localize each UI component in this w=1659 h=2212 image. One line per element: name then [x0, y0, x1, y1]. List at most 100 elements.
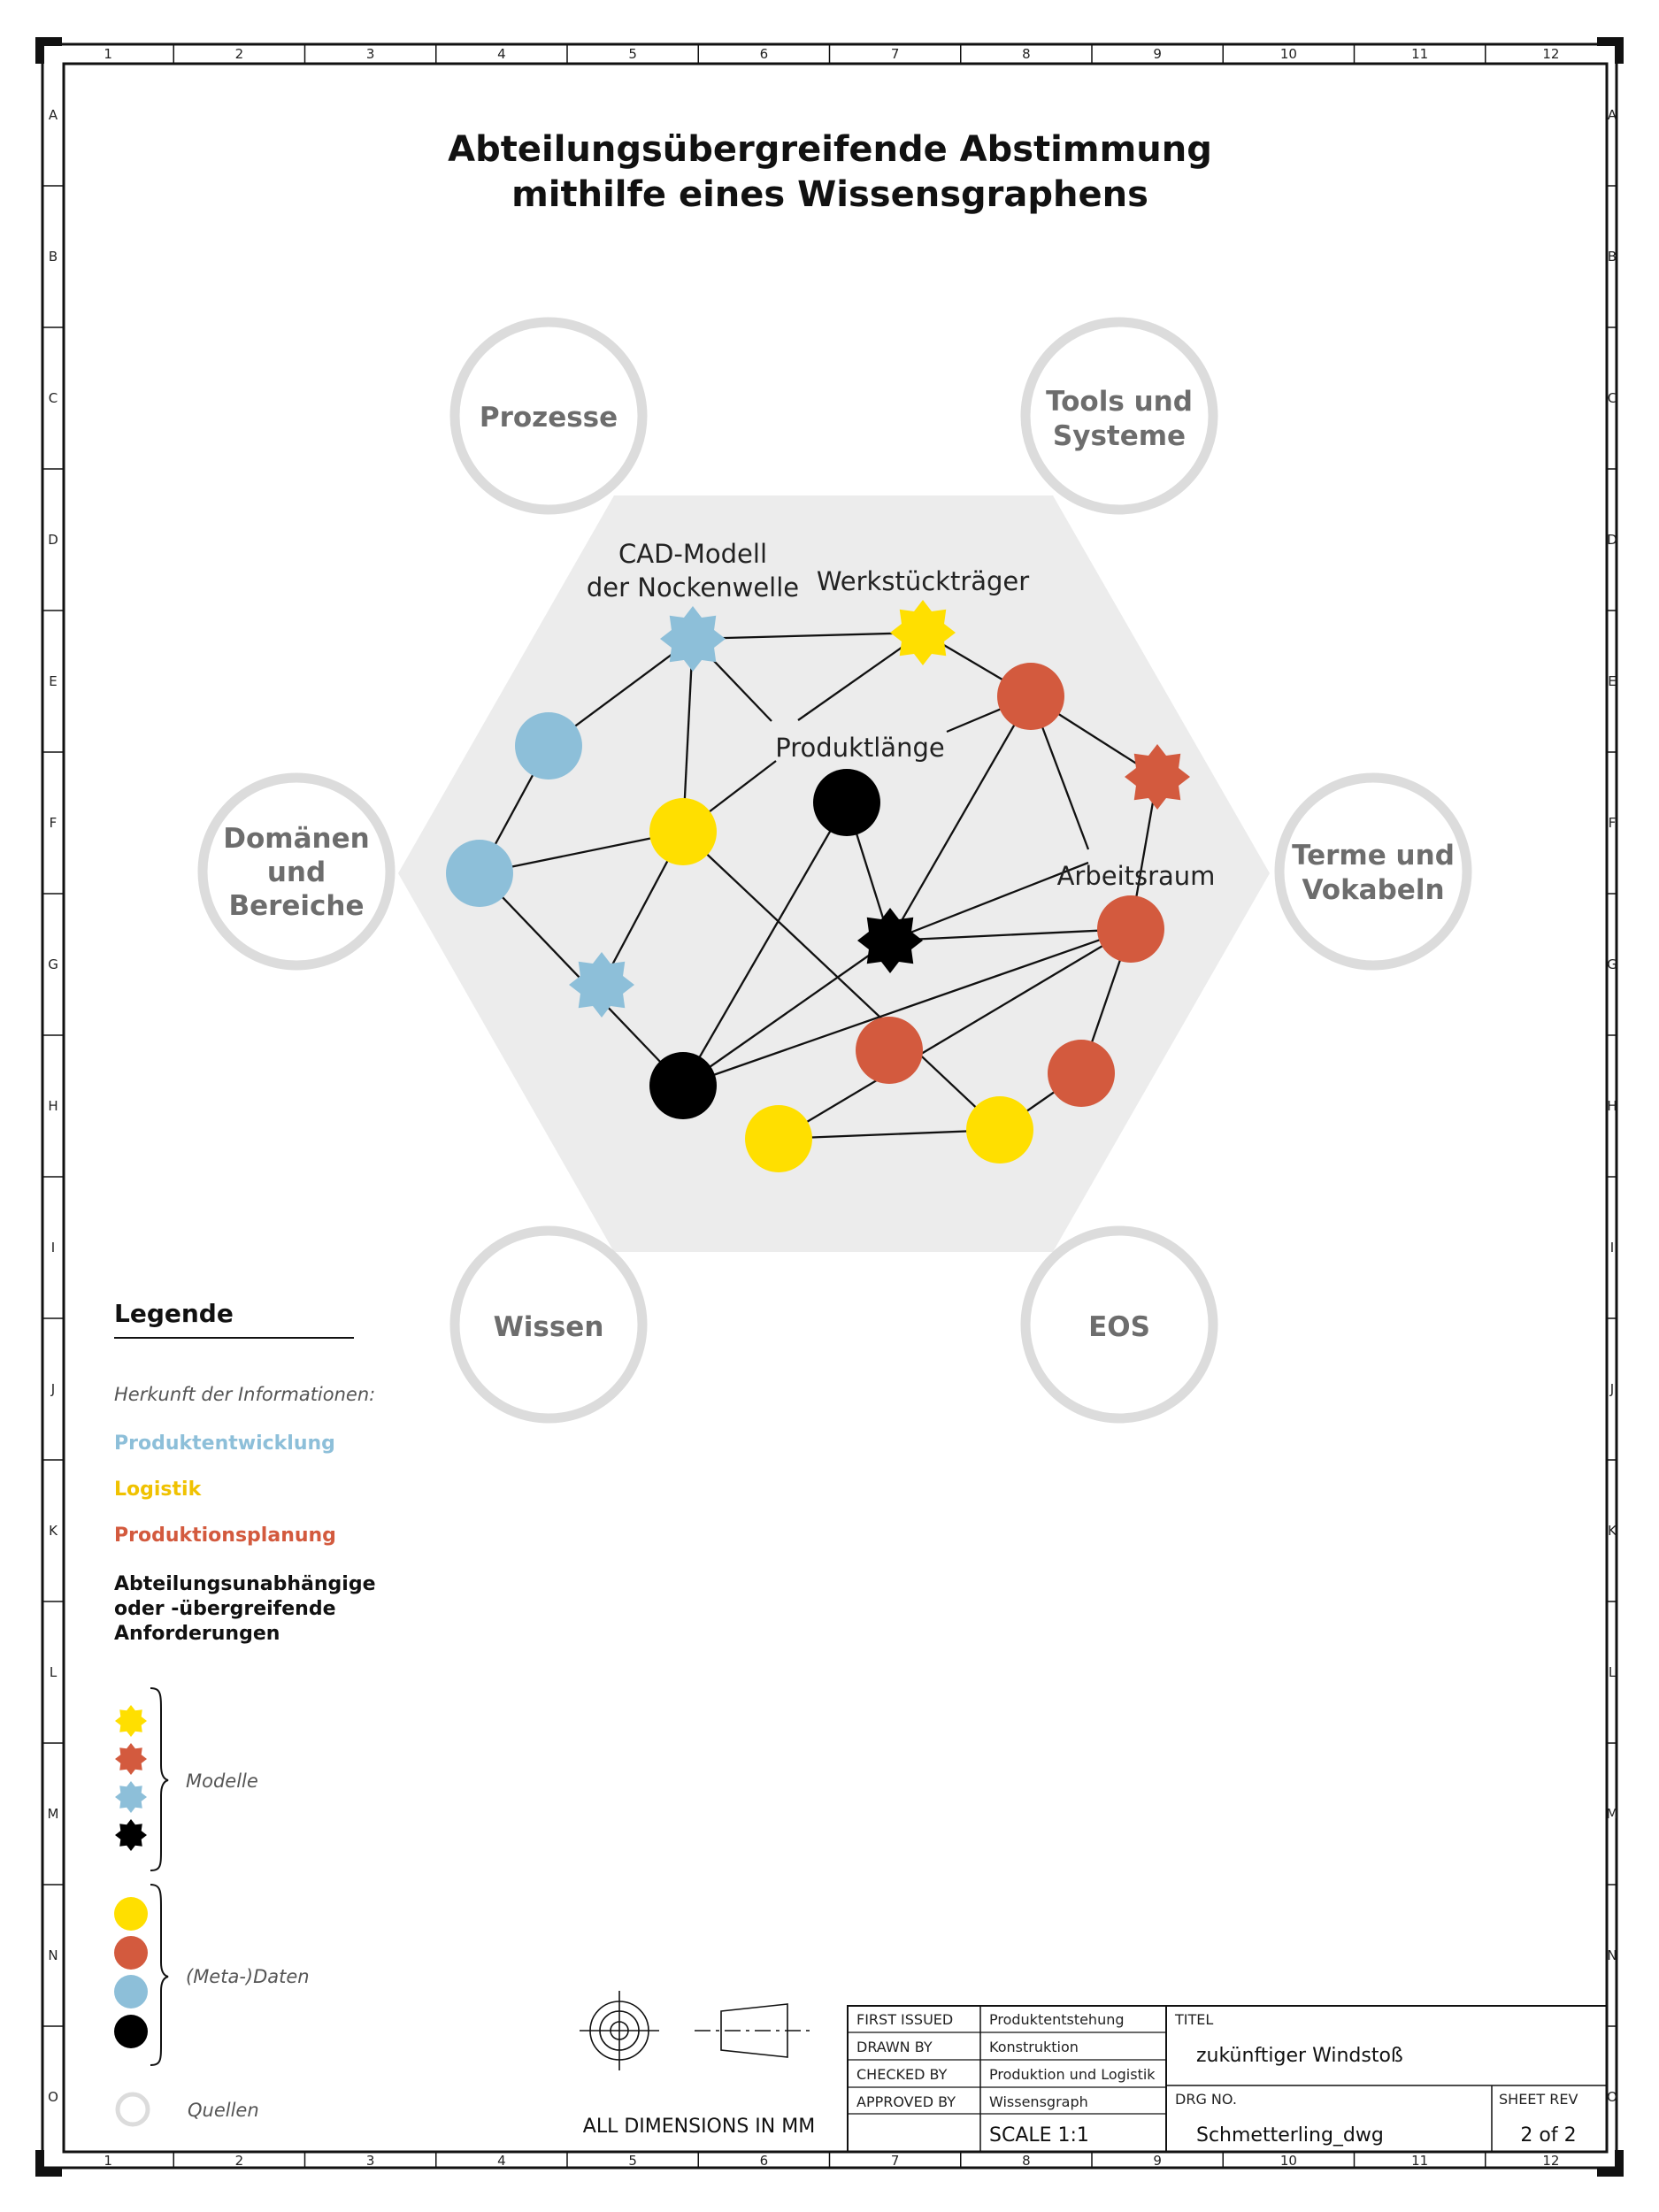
- ruler-column-label: 8: [1022, 46, 1031, 62]
- all-dimensions-note: ALL DIMENSIONS IN MM: [583, 2116, 815, 2138]
- ruler-row-label: K: [49, 1523, 58, 1539]
- tb-titel-value: zukünftiger Windstoß: [1196, 2045, 1403, 2067]
- source-circle-eos: EOS: [1020, 1225, 1218, 1424]
- graph-node-bstar2: [569, 952, 634, 1018]
- graph-node-rstar: [1125, 744, 1190, 810]
- legend-models-label: Modelle: [186, 1770, 258, 1792]
- tb-value-first-issued: Produktentstehung: [989, 2011, 1125, 2028]
- ruler-row-label: K: [1608, 1523, 1617, 1539]
- legend-abteilungsunabhaengig-1: Abteilungsunabhängige: [114, 1573, 376, 1595]
- source-circle-wissen: Wissen: [449, 1225, 648, 1424]
- ruler-column-label: 7: [891, 46, 900, 62]
- legend-star-logistik: [115, 1705, 147, 1737]
- legend-star-abteilungsunabhaengig: [115, 1819, 147, 1851]
- graph-edge: [889, 927, 1132, 942]
- ruler-row-label: J: [1609, 1381, 1614, 1397]
- ruler-row-label: G: [48, 956, 58, 972]
- ruler-row-label: I: [1610, 1240, 1614, 1256]
- legend-source-circle: [115, 2092, 150, 2127]
- legend-star-produktionsplanung: [115, 1743, 147, 1775]
- legend-heading: Legende: [114, 1299, 234, 1328]
- ruler-column-label: 3: [366, 2153, 375, 2169]
- ruler-row-label: E: [1608, 673, 1616, 689]
- legend-brace-data: [150, 1884, 169, 2066]
- tb-sheet-label: SHEET REV: [1499, 2091, 1578, 2108]
- node-label-cad-2: der Nockenwelle: [587, 572, 799, 603]
- graph-node-rbr: [1048, 1040, 1115, 1107]
- graph-node-rmid: [856, 1017, 923, 1084]
- graph-edge: [778, 928, 1132, 1140]
- legend-data-label: (Meta-)Daten: [186, 1966, 310, 1987]
- ruler-row-label: D: [48, 532, 58, 548]
- ruler-row-label: H: [48, 1098, 58, 1114]
- page-title-line1: Abteilungsübergreifende Abstimmung: [448, 129, 1212, 170]
- graph-edge: [682, 927, 1132, 1087]
- graph-node-ycen: [649, 798, 717, 865]
- graph-node-bk2: [649, 1052, 717, 1119]
- tb-value-approved-by: Wissensgraph: [989, 2093, 1088, 2110]
- ruler-column-label: 12: [1542, 2153, 1559, 2169]
- node-label-cad-1: CAD-Modell: [618, 539, 767, 569]
- tb-value-drawn-by: Konstruktion: [989, 2039, 1079, 2055]
- legend-sources-label: Quellen: [188, 2100, 259, 2121]
- source-circle-prozesse: Prozesse: [449, 317, 648, 515]
- ruler-row-label: A: [1608, 107, 1617, 123]
- legend-dot-abteilungsunabhaengig: [114, 2015, 148, 2048]
- ruler-row-label: C: [49, 390, 58, 406]
- ruler-row-label: L: [1609, 1664, 1617, 1680]
- ruler-column-label: 1: [104, 46, 112, 62]
- ruler-row-label: B: [1608, 249, 1617, 265]
- ruler-column-label: 2: [235, 46, 244, 62]
- ruler-row-label: O: [48, 2089, 58, 2105]
- node-label-produktlaenge: Produktlänge: [775, 733, 944, 763]
- tb-label-approved-by: APPROVED BY: [856, 2093, 956, 2110]
- ruler-row-label: D: [1607, 532, 1617, 548]
- graph-node-bkstar: [857, 908, 923, 973]
- legend-subheading: Herkunft der Informationen:: [114, 1384, 375, 1405]
- source-circle-domaenen: Domänen und Bereiche: [197, 772, 396, 971]
- tb-drg-value: Schmetterling_dwg: [1196, 2124, 1384, 2147]
- ruler-row-label: J: [50, 1381, 55, 1397]
- ruler-column-label: 9: [1153, 46, 1162, 62]
- ruler-row-label: O: [1607, 2089, 1617, 2105]
- tb-drg-label: DRG NO.: [1175, 2091, 1237, 2108]
- source-label-terme-2: Vokabeln: [1302, 874, 1444, 906]
- tb-label-drawn-by: DRAWN BY: [856, 2039, 933, 2055]
- ruler-row-label: M: [48, 1806, 59, 1822]
- ruler-column-label: 3: [366, 46, 375, 62]
- node-label-werkstuecktraeger: Werkstückträger: [817, 566, 1029, 596]
- legend-star-produktentwicklung: [115, 1781, 147, 1813]
- tb-label-checked-by: CHECKED BY: [856, 2066, 948, 2083]
- graph-node-cad: [660, 606, 726, 672]
- source-label-domaenen-2: und: [267, 856, 326, 888]
- ruler-column-label: 11: [1411, 46, 1428, 62]
- legend-abteilungsunabhaengig-3: Anforderungen: [114, 1623, 280, 1645]
- legend-dot-produktentwicklung: [114, 1975, 148, 2008]
- ruler-column-label: 11: [1411, 2153, 1428, 2169]
- graph-edge: [682, 940, 891, 1087]
- graph-node-bl1: [515, 712, 582, 780]
- ruler-row-label: A: [49, 107, 58, 123]
- ruler-column-label: 9: [1153, 2153, 1162, 2169]
- ruler-row-label: I: [51, 1240, 55, 1256]
- ruler-column-label: 6: [760, 46, 769, 62]
- node-label-arbeitsraum: Arbeitsraum: [1057, 861, 1216, 891]
- graph-edge: [682, 802, 848, 1087]
- ruler-row-label: N: [1607, 1947, 1617, 1963]
- legend-dot-produktionsplanung: [114, 1936, 148, 1970]
- legend-logistik: Logistik: [114, 1479, 203, 1501]
- tb-value-checked-by: Produktion und Logistik: [989, 2066, 1156, 2083]
- ruler-row-label: G: [1607, 956, 1617, 972]
- graph-nodes: [446, 600, 1190, 1172]
- legend-produktionsplanung: Produktionsplanung: [114, 1525, 336, 1547]
- legend-brace-models: [150, 1687, 169, 1871]
- ruler-row-label: C: [1608, 390, 1617, 406]
- source-label-wissen: Wissen: [494, 1311, 604, 1343]
- ruler-column-label: 2: [235, 2153, 244, 2169]
- graph-edge: [682, 831, 1001, 1131]
- tb-titel-label: TITEL: [1174, 2011, 1213, 2028]
- ruler-row-label: M: [1607, 1806, 1618, 1822]
- ruler-row-label: N: [48, 1947, 58, 1963]
- ruler-column-label: 5: [628, 46, 637, 62]
